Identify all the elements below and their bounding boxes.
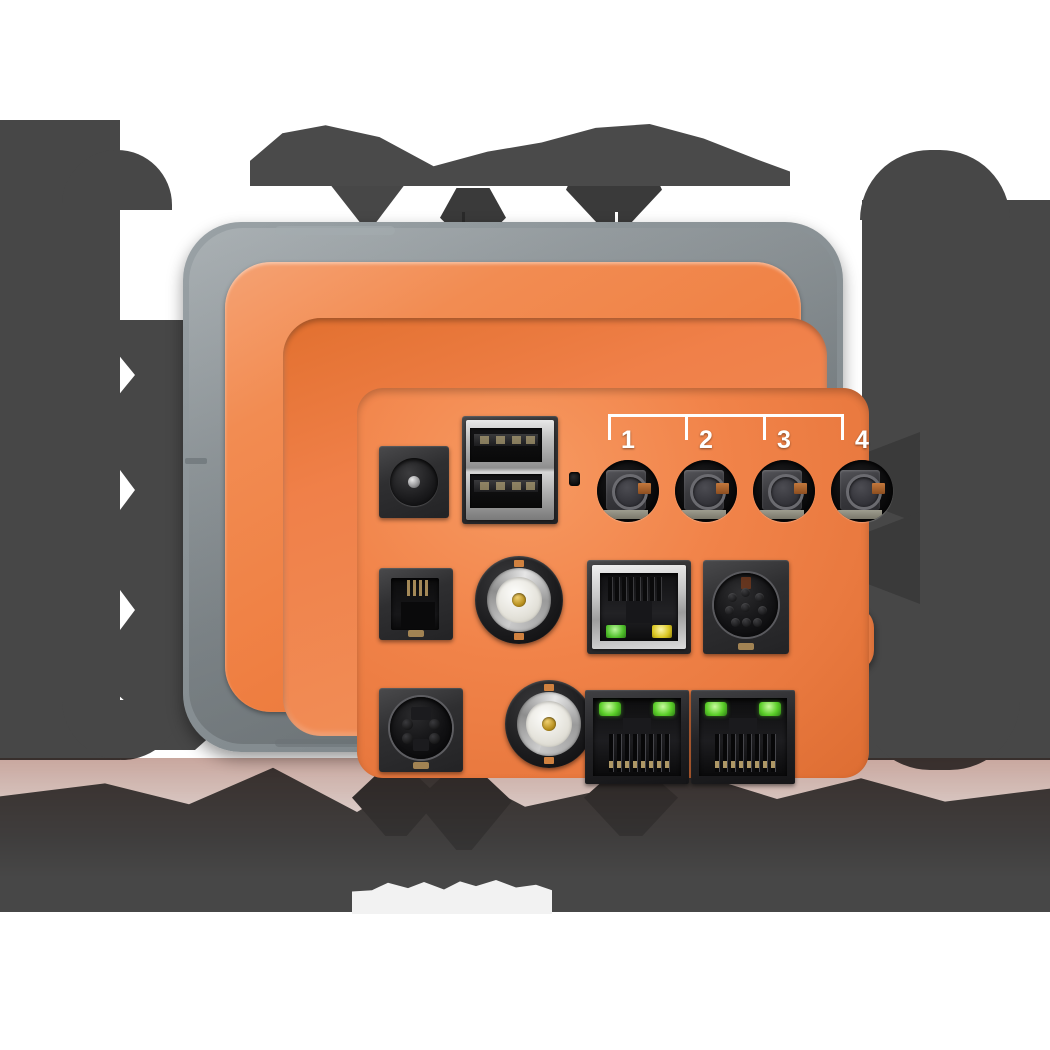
orange-panel-outer-bezel: 1 2 3 4: [225, 262, 893, 784]
circular-port-1-recess: [597, 460, 659, 522]
dc-jack-center-pin: [408, 476, 420, 488]
circular-port-4-recess: [831, 460, 893, 522]
rj45-shielded-key: [626, 601, 652, 623]
bnc-upper-connector[interactable]: [475, 556, 563, 644]
bumper-notch-top: [275, 226, 395, 235]
bnc-lower-lug-top: [544, 684, 554, 691]
port-group-bracket: [608, 414, 844, 440]
circular-port-label-1: 1: [621, 426, 635, 454]
rj45-dual-left-combs: [609, 734, 681, 772]
circular-port-4[interactable]: [831, 460, 893, 522]
rj11-contacts: [407, 580, 433, 596]
circular-port-label-4: 4: [855, 426, 869, 454]
s-video-key-lower: [413, 739, 429, 752]
rj45-dual-left-contacts: [609, 761, 681, 768]
circular-port-label-3: 3: [777, 426, 791, 454]
mini-din-9-key-notch: [741, 577, 751, 590]
rj45-dual-left[interactable]: [585, 690, 689, 784]
background-warm-band: [0, 758, 1050, 878]
usb-stacked-port[interactable]: [462, 416, 558, 524]
rj45-dual-right-combs: [715, 734, 787, 772]
rubber-bumper-frame: 1 2 3 4: [183, 222, 893, 784]
rj45-shielded-led-green: [606, 625, 626, 638]
circular-port-1[interactable]: [597, 460, 659, 522]
s-video-connector[interactable]: [379, 688, 463, 772]
rj11-telephone-jack[interactable]: [379, 568, 453, 640]
circular-port-3[interactable]: [753, 460, 815, 522]
usb-tongue-upper: [474, 434, 538, 446]
rj11-screw-tab: [408, 630, 424, 637]
circular-port-2[interactable]: [675, 460, 737, 522]
circular-port-label-2: 2: [699, 426, 713, 454]
mini-din-9-barrel: [714, 573, 778, 638]
rj45-dual-right-led-1: [705, 702, 727, 716]
bnc-upper-center-pin: [512, 593, 526, 607]
rj11-cavity: [391, 578, 439, 630]
rj45-shielded-contact-combs: [608, 577, 670, 601]
rj45-dual-right-cavity: [699, 698, 787, 776]
connector-panel-device: 1 2 3 4: [183, 222, 893, 784]
circular-port-3-recess: [753, 460, 815, 522]
redacted-caption-top-band: [250, 123, 790, 186]
rj45-dual-left-led-2: [653, 702, 675, 716]
orange-connector-face: 1 2 3 4: [357, 388, 893, 784]
mini-din-9-screw-tab: [738, 643, 754, 650]
rj45-shielded-led-yellow: [652, 625, 672, 638]
rj45-shielded-cavity: [600, 573, 678, 641]
rj45-dual-right[interactable]: [691, 690, 795, 784]
s-video-key-upper: [411, 707, 431, 721]
redacted-caption-left-block: [0, 120, 120, 760]
bnc-upper-lug-bottom: [514, 633, 524, 640]
bnc-lower-lug-bottom: [544, 757, 554, 764]
rj45-dual-left-led-1: [599, 702, 621, 716]
rj45-dual-left-cavity: [593, 698, 681, 776]
rj45-shielded-port[interactable]: [587, 560, 691, 654]
orange-panel-lip: 1 2 3 4: [283, 318, 893, 784]
bumper-notch-left: [185, 458, 207, 464]
s-video-barrel: [390, 697, 452, 760]
bumper-notch-bottom: [275, 739, 415, 747]
redacted-caption-right-cap-top: [860, 150, 1010, 220]
bnc-lower-center-pin: [542, 717, 556, 731]
s-video-screw-tab: [413, 762, 429, 769]
bnc-lower-connector[interactable]: [505, 680, 593, 768]
mini-din-9-connector[interactable]: [703, 560, 789, 654]
reset-pinhole[interactable]: [569, 472, 580, 486]
circular-port-2-recess: [675, 460, 737, 522]
rj45-dual-left-key: [623, 718, 651, 736]
rj45-dual-right-key: [729, 718, 757, 736]
rj45-dual-right-contacts: [715, 761, 787, 768]
dc-power-jack[interactable]: [379, 446, 449, 518]
rj45-dual-port-pair: [585, 690, 795, 784]
usb-tongue-lower: [474, 480, 538, 492]
bnc-upper-lug-top: [514, 560, 524, 567]
rj45-dual-right-led-2: [759, 702, 781, 716]
